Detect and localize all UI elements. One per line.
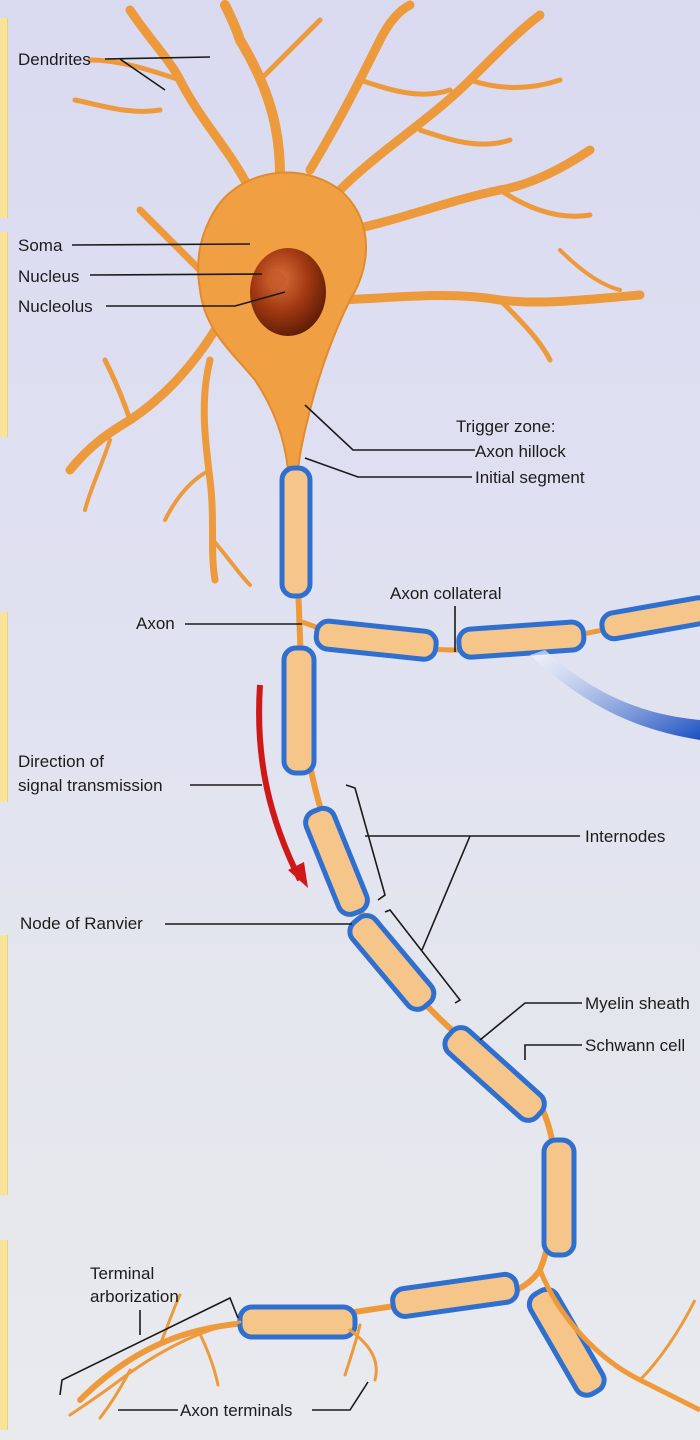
label-direction-line2: signal transmission <box>18 774 163 797</box>
label-axon-collateral: Axon collateral <box>390 582 502 605</box>
label-axon-terminals: Axon terminals <box>180 1399 292 1422</box>
label-soma: Soma <box>18 234 62 257</box>
label-node-of-ranvier: Node of Ranvier <box>20 912 143 935</box>
axon-core <box>80 470 556 1400</box>
dendrites <box>70 5 640 585</box>
label-dendrites: Dendrites <box>18 48 91 71</box>
label-nucleus: Nucleus <box>18 265 79 288</box>
label-myelin-sheath: Myelin sheath <box>585 992 690 1015</box>
label-initial-segment: Initial segment <box>475 466 585 489</box>
label-schwann-cell: Schwann cell <box>585 1034 685 1057</box>
collateral-zoom-swoosh <box>530 650 700 740</box>
label-nucleolus: Nucleolus <box>18 295 93 318</box>
collateral-myelin <box>315 596 700 660</box>
label-axon: Axon <box>136 612 175 635</box>
myelin-segments <box>240 468 608 1400</box>
nucleus-shape <box>250 248 326 336</box>
label-internodes: Internodes <box>585 825 665 848</box>
label-terminal-line1: Terminal <box>90 1262 154 1285</box>
label-trigger-zone: Trigger zone: <box>456 415 556 438</box>
label-axon-hillock: Axon hillock <box>475 440 566 463</box>
label-terminal-line2: arborization <box>90 1285 179 1308</box>
label-direction-line1: Direction of <box>18 750 104 773</box>
nucleolus-shape <box>266 271 286 289</box>
